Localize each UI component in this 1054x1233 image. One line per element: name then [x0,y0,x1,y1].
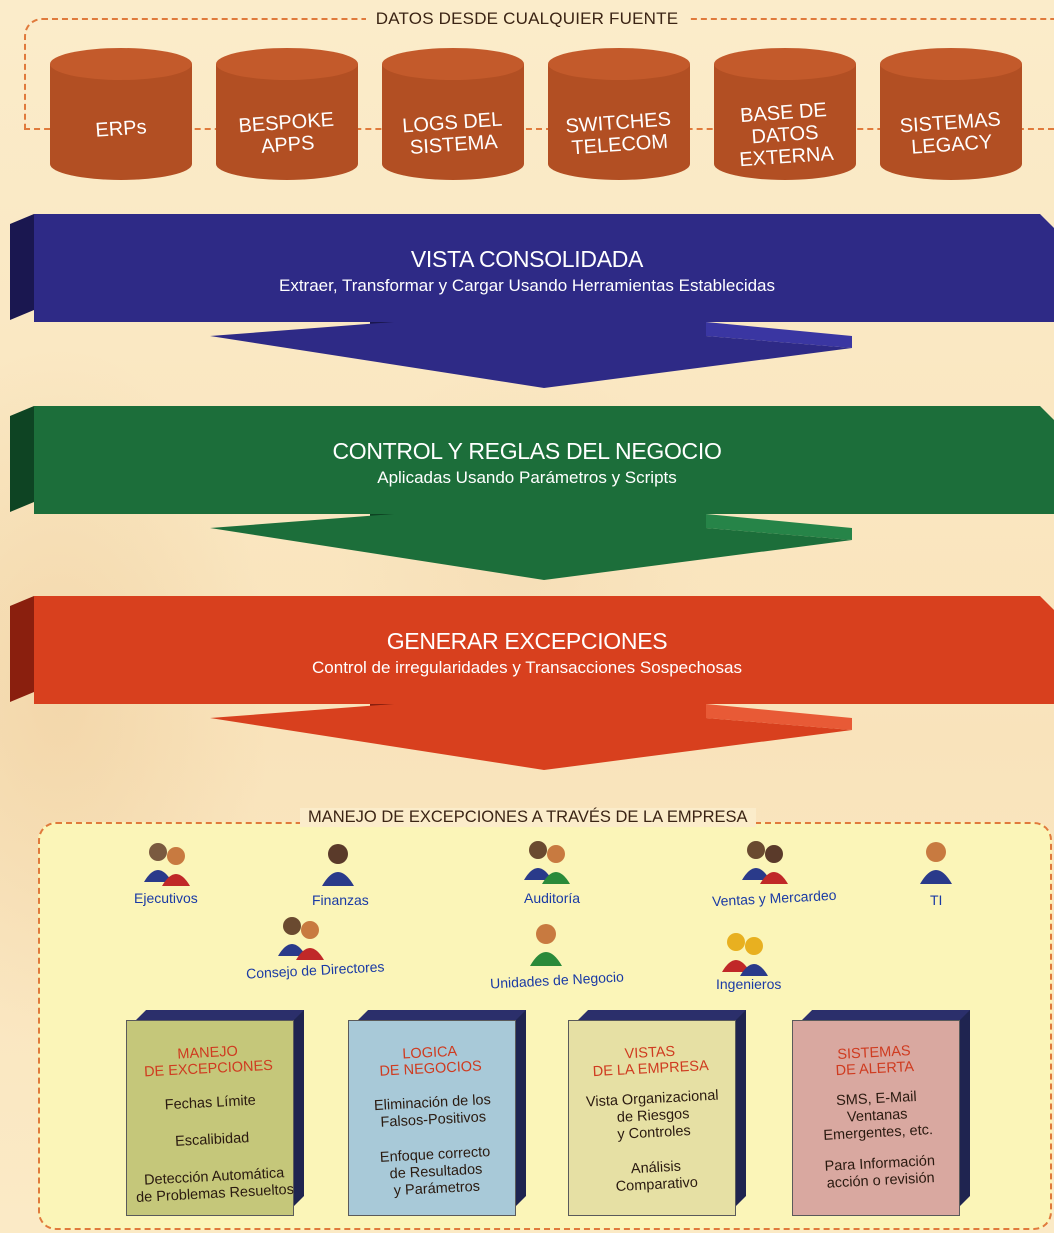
card-face: SISTEMAS DE ALERTA SMS, E-Mail Ventanas … [792,1020,960,1216]
role-label: Ingenieros [716,976,782,992]
people-icon [738,836,794,891]
person-icon [318,840,358,895]
source-label: BASE DE DATOS EXTERNA [738,99,835,172]
database-icon [216,48,358,180]
sources-title: DATOS DESDE CUALQUIER FUENTE [0,9,1054,29]
role-label: Ejecutivos [134,890,198,906]
role-label: Auditoría [524,890,581,906]
card-item: Escalibidad [174,1130,250,1150]
card-face: MANEJO DE EXCEPCIONES Fechas Límite Esca… [126,1020,294,1216]
sources-divider [24,128,1054,130]
source-cylinder: BASE DE DATOS EXTERNA [712,46,858,186]
card-item: Análisis Comparativo [615,1158,699,1196]
card-face: VISTAS DE LA EMPRESA Vista Organizaciona… [568,1020,736,1216]
card-item: Fechas Límite [164,1092,257,1114]
role-label: TI [930,892,943,908]
person-icon [526,920,566,975]
card-item: Detección Automática de Problemas Resuel… [135,1165,295,1207]
sources-title-text: DATOS DESDE CUALQUIER FUENTE [365,9,689,28]
arrow-control-reglas: CONTROL Y REGLAS DEL NEGOCIO Aplicadas U… [0,406,1054,584]
source-cylinder: SISTEMAS LEGACY [878,46,1024,186]
database-icon [880,48,1022,180]
database-icon [50,48,192,180]
card-item: SMS, E-Mail Ventanas Emergentes, etc. [823,1088,934,1144]
card-item: Enfoque correcto de Resultados y Parámet… [379,1144,491,1200]
arrow-title: CONTROL Y REGLAS DEL NEGOCIO [332,438,722,464]
source-cylinder: LOGS DEL SISTEMA [380,46,526,186]
arrow-shape [10,596,1054,770]
source-cylinder: ERPs [48,46,194,186]
person-icon [916,838,956,893]
people-icon [140,838,196,893]
arrow-vista-consolidada: VISTA CONSOLIDADA Extraer, Transformar y… [0,214,1054,392]
card-face: LOGICA DE NEGOCIOS Eliminación de los Fa… [348,1020,516,1216]
database-icon [714,48,856,180]
arrow-title: VISTA CONSOLIDADA [410,246,644,272]
people-icon [520,836,576,891]
card-logica-negocios: LOGICA DE NEGOCIOS Eliminación de los Fa… [348,1010,526,1216]
card-manejo-excepciones: MANEJO DE EXCEPCIONES Fechas Límite Esca… [126,1010,304,1216]
card-item: Vista Organizacional de Riesgos y Contro… [585,1087,719,1143]
card-vistas-empresa: VISTAS DE LA EMPRESA Vista Organizaciona… [568,1010,746,1216]
card-item: Para Información acción o revisión [824,1153,936,1192]
arrow-subtitle: Control de irregularidades y Transaccion… [312,658,742,677]
card-title: MANEJO DE EXCEPCIONES [143,1043,274,1081]
people-icon [718,928,774,983]
arrow-shape [10,214,1054,388]
card-title: LOGICA DE NEGOCIOS [379,1043,483,1080]
arrow-generar-excepciones: GENERAR EXCEPCIONES Control de irregular… [0,596,1054,774]
arrow-title: GENERAR EXCEPCIONES [386,628,668,654]
people-icon [274,912,330,967]
role-label: Finanzas [312,892,369,908]
card-title: SISTEMAS DE ALERTA [835,1043,915,1080]
arrow-subtitle: Extraer, Transformar y Cargar Usando Her… [278,276,776,295]
enterprise-title: MANEJO DE EXCEPCIONES A TRAVÉS DE LA EMP… [300,808,756,827]
database-icon [548,48,690,180]
source-cylinder: SWITCHES TELECOM [546,46,692,186]
arrow-subtitle: Aplicadas Usando Parámetros y Scripts [377,468,677,487]
card-title: VISTAS DE LA EMPRESA [592,1043,710,1081]
arrow-shape [10,406,1054,580]
card-item: Eliminación de los Falsos-Positivos [373,1091,492,1131]
database-icon [382,48,524,180]
card-sistemas-alerta: SISTEMAS DE ALERTA SMS, E-Mail Ventanas … [792,1010,970,1216]
source-cylinder: BESPOKE APPS [214,46,360,186]
